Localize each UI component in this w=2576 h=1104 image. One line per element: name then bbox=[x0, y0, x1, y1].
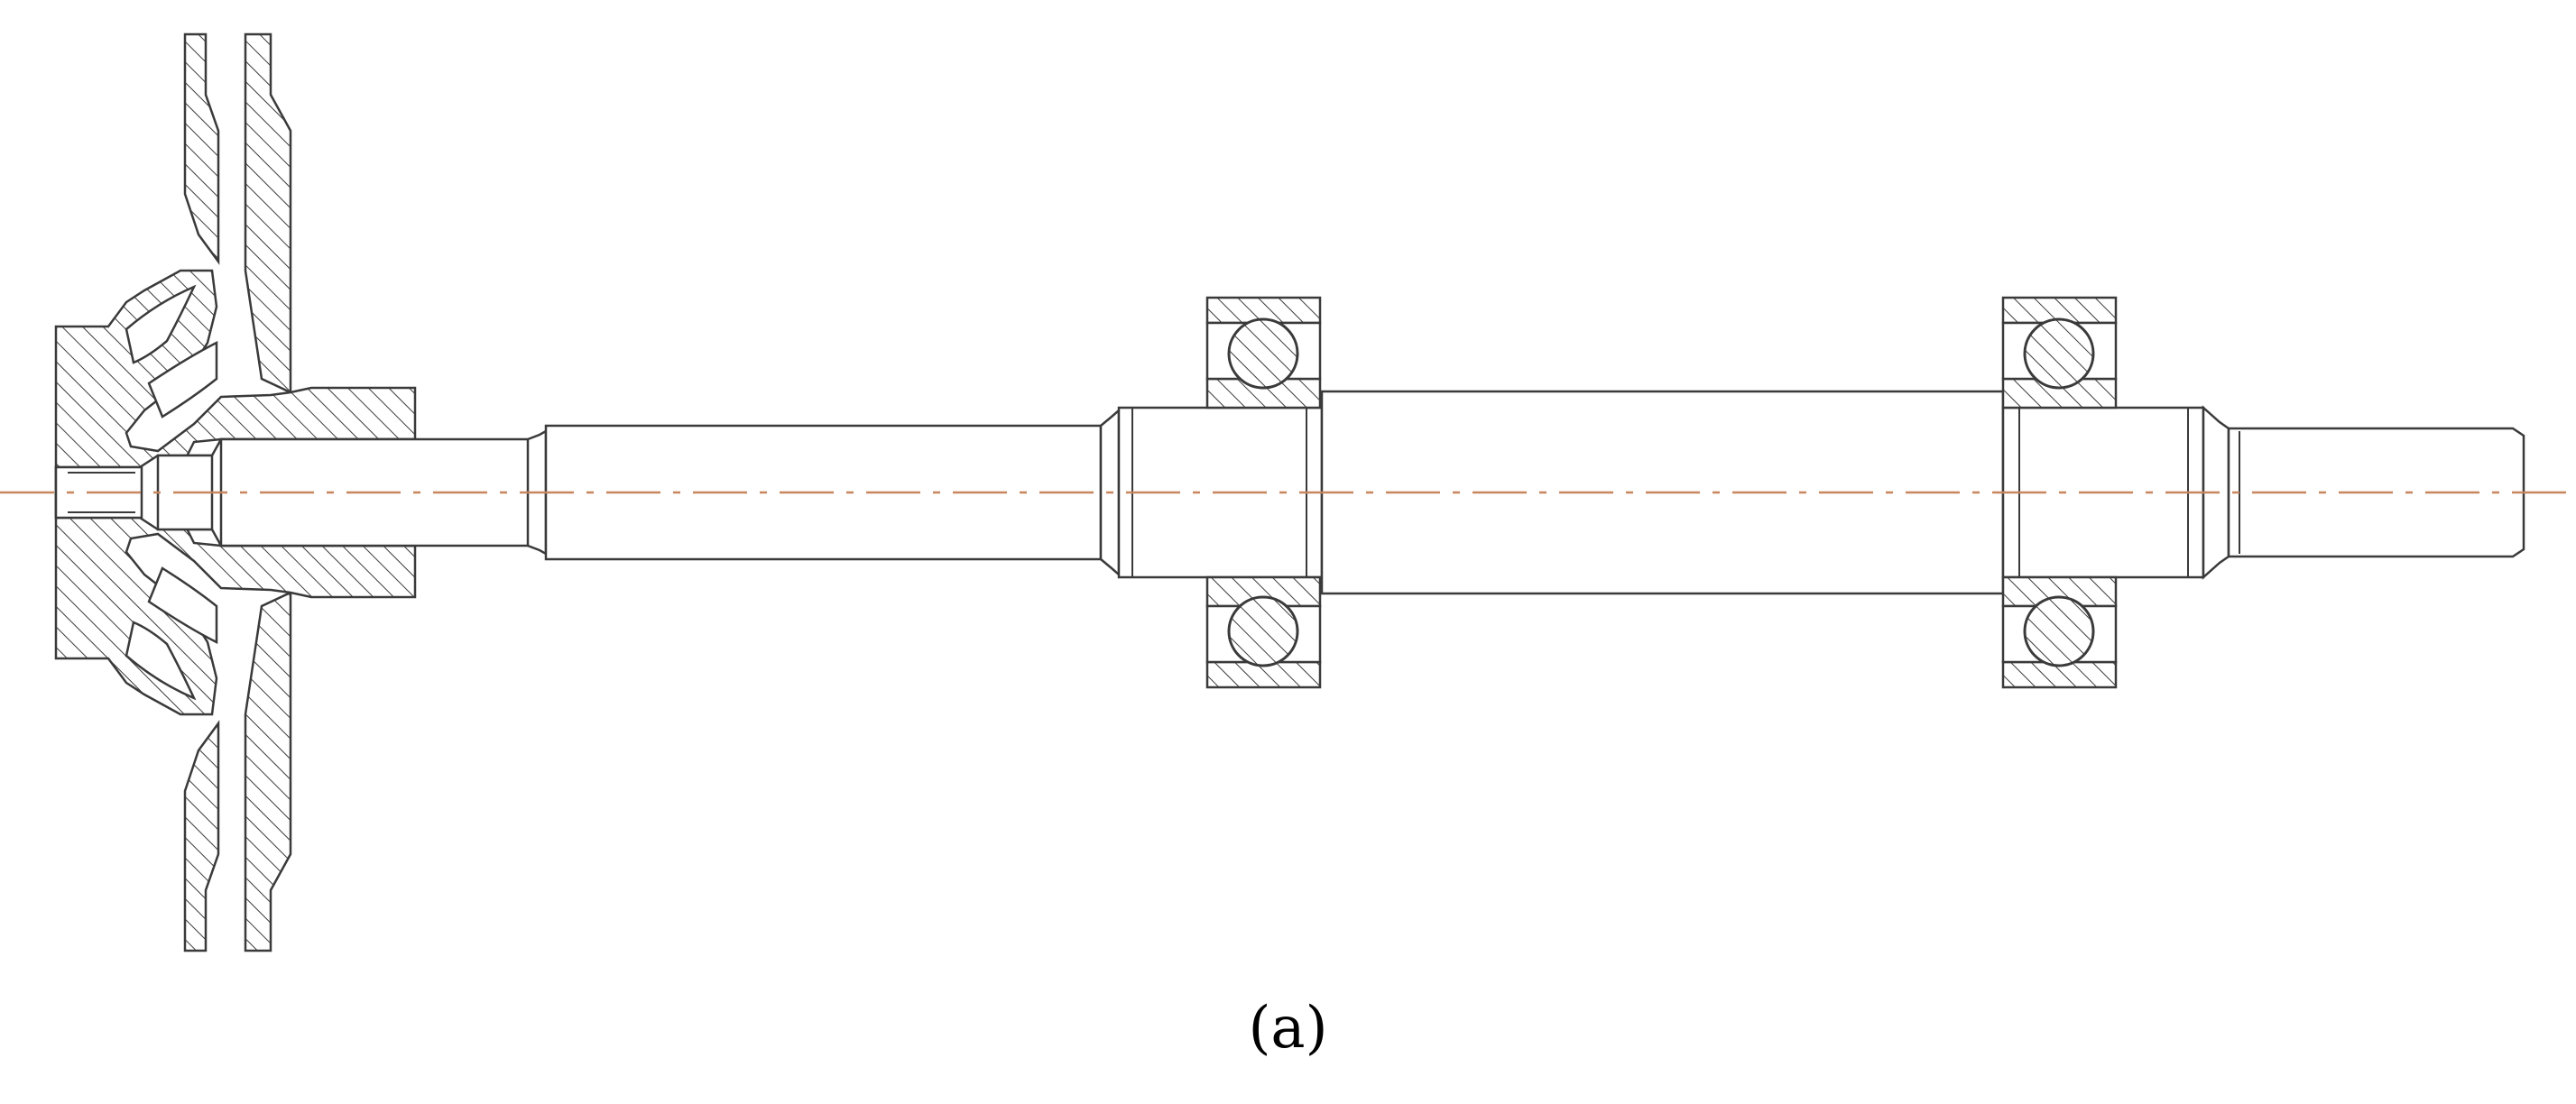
bearing-right-inner-race-upper bbox=[2001, 377, 2118, 409]
bearing-left-inner-race-upper bbox=[1205, 377, 1322, 409]
impeller-blade-lower bbox=[125, 621, 197, 701]
figure-caption: (a) bbox=[1248, 995, 1328, 1062]
bearing-right-ball-lower bbox=[2023, 595, 2095, 667]
impeller-blade-upper bbox=[125, 284, 197, 364]
impeller-blade-lower-2 bbox=[147, 566, 218, 645]
impeller-back-plate-lower bbox=[183, 720, 220, 952]
bearing-left bbox=[1205, 296, 1322, 689]
impeller-blade-upper-2 bbox=[147, 340, 218, 419]
impeller-back-plate-upper bbox=[183, 32, 220, 265]
bearing-right-ball-upper bbox=[2023, 317, 2095, 390]
bearing-left-ball-lower bbox=[1227, 595, 1299, 667]
bearing-right bbox=[2001, 296, 2118, 689]
bearing-left-ball-upper bbox=[1227, 317, 1299, 390]
impeller-shroud-upper bbox=[244, 32, 292, 394]
impeller-shroud-lower bbox=[244, 591, 292, 952]
